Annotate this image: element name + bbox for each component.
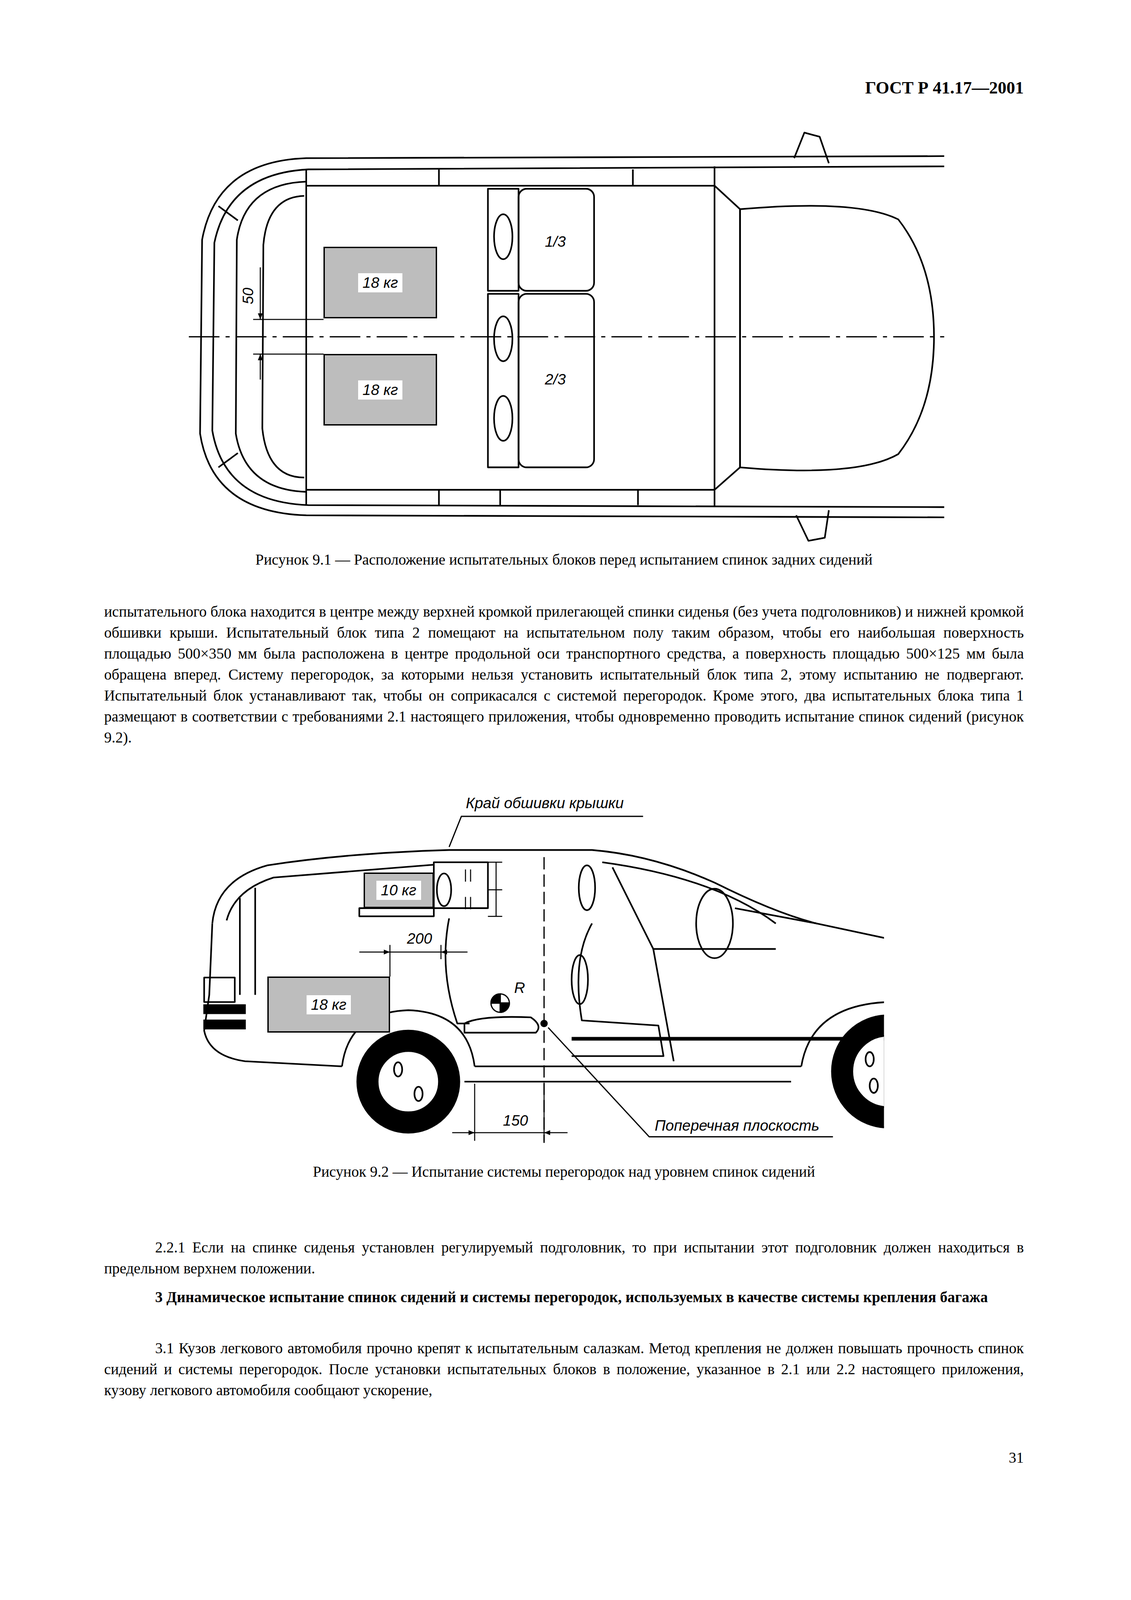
dimension-lines [253,267,324,380]
car-top-view [714,185,741,490]
dimension-lines [487,862,502,917]
body-text: 2.2.1 Если на спинке сиденья установлен … [104,1237,1024,1280]
leader-lines [448,816,833,1137]
car-top-view [518,188,595,292]
test-block: 10 кг [363,872,434,909]
mass-label: 18 кг [358,273,403,293]
wheels [865,1052,874,1067]
dimension-lines [390,945,442,977]
dimension: 200 [405,930,434,948]
callout-label: Поперечная плоскость [653,1117,821,1135]
car-top-view [487,188,519,292]
callout-label: Край обшивки крышки [464,795,626,812]
car-top-view [740,205,934,471]
wheels [869,1078,878,1094]
car-side-view [602,862,776,924]
car-side-view [212,850,884,940]
leader-lines [547,1027,833,1137]
mass-label: 18 кг [358,380,403,400]
wheels [394,1062,403,1077]
car-top-view [794,132,829,164]
car-side-view [433,862,489,909]
car-side-view [464,1017,539,1033]
transverse-plane [541,1020,548,1027]
car-top-view [494,396,513,441]
dimension-lines [474,1084,544,1142]
section-heading: 3 Динамическое испытание спинок сидений … [104,1287,1024,1309]
mass-label: 10 кг [376,880,422,901]
dimension-lines [390,951,442,953]
car-side-view [696,889,734,959]
wheels [852,1036,884,1108]
reference-point [490,994,510,1013]
car-side-view [359,908,434,917]
wheels [203,1020,245,1029]
car-top-view [494,214,513,260]
dimension-lines [465,869,471,910]
car-side-view [474,1065,802,1068]
reference-point [490,994,510,1013]
reference-point [500,1003,510,1013]
body-text: испытательного блока находится в центре … [104,601,1024,749]
seat-share: 1/3 [543,233,568,251]
car-top-view [739,209,741,468]
wheels [831,1015,884,1128]
car-side-view [571,923,664,1057]
test-block: 18 кг [267,976,390,1033]
car-side-view [612,867,776,950]
dimension: 50 [239,286,257,306]
reference-point [490,994,501,1004]
reference-point [490,994,510,1013]
wheels [357,1031,460,1134]
car-side-view [464,1081,792,1084]
car-top-view [796,510,829,542]
car-top-view [218,206,239,221]
page-number: 31 [1008,1447,1024,1469]
wheels [414,1087,423,1102]
car-side-view [437,873,452,907]
figure-caption: Рисунок 9.1 — Расположение испытательных… [104,549,1024,571]
car-side-view [226,864,439,921]
dimension-lines [259,354,261,380]
body-text: 3.1 Кузов легкового автомобиля прочно кр… [104,1338,1024,1402]
test-block: 18 кг [323,246,437,319]
car-top-view [494,316,513,362]
figure-caption: Рисунок 9.2 — Испытание системы перегоро… [104,1161,1024,1183]
wheels [203,1005,245,1014]
car-side-view [239,887,256,996]
car-side-view [445,918,470,1024]
car-side-view [734,908,817,924]
mass-label: 18 кг [306,995,352,1015]
point-label: R [512,979,527,997]
dimension-lines [441,951,468,953]
page-header: ГОСТ Р 41.17—2001 [865,77,1024,98]
seat-share: 2/3 [543,371,568,388]
wheels [377,1051,439,1113]
dimension-lines [452,1132,475,1134]
centerline [188,336,945,338]
leader-lines [448,816,643,848]
car-side-view [571,1037,885,1042]
dimension-lines [359,862,568,1142]
car-top-view [218,453,239,468]
dimension-lines [474,1132,544,1134]
dimension-lines [259,267,261,320]
dimension-lines [544,1132,568,1134]
dimension: 150 [501,1112,530,1129]
car-top-view [306,184,715,187]
car-side-view [203,977,235,1003]
car-side-view [578,865,596,911]
car-top-view [518,293,595,468]
dimension-lines [359,951,391,953]
car-top-view [306,489,715,491]
car-top-view [487,293,519,468]
dimension-lines [253,319,324,355]
car-side-view [653,949,674,1062]
centerline [188,336,945,338]
test-block: 18 кг [323,354,437,426]
